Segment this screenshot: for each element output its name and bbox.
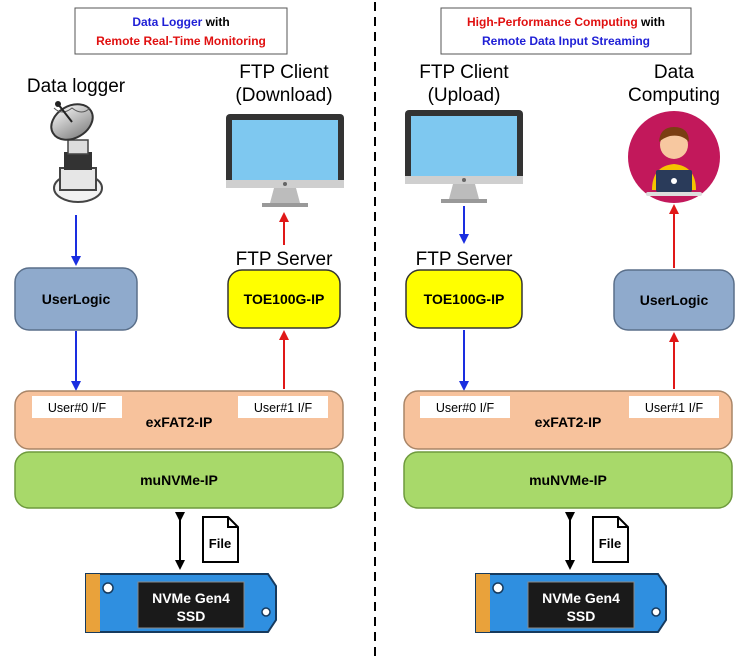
left-userlogic-label: UserLogic (42, 291, 111, 307)
left-user1-label: User#1 I/F (254, 401, 313, 415)
file-icon (592, 516, 629, 563)
right-ftp-client-label: FTP Client (419, 62, 509, 83)
right-title-line2: Remote Data Input Streaming (482, 34, 650, 48)
ssd-icon (85, 573, 277, 633)
data-computing-label: Data (654, 62, 695, 83)
data-logger-label: Data logger (27, 76, 126, 97)
right-nvme-ip-label: muNVMe-IP (529, 472, 607, 488)
left-ftp-client-sublabel: (Download) (235, 85, 332, 106)
right-ssd-label-2: SSD (567, 608, 596, 624)
right-nvme-ip-box (403, 451, 733, 509)
left-ssd-label-2: SSD (177, 608, 206, 624)
right-user1-label: User#1 I/F (645, 401, 704, 415)
left-title: Data Logger with (132, 15, 229, 29)
right-userlogic-label: UserLogic (640, 292, 709, 308)
right-toe-box (405, 269, 523, 329)
person-laptop-icon (628, 111, 720, 203)
right-title-box (440, 7, 692, 55)
left-nvme-ip-box (14, 451, 344, 509)
left-user0-label: User#0 I/F (48, 401, 107, 415)
left-user1-if (238, 396, 328, 418)
left-ssd-label-1: NVMe Gen4 (152, 590, 230, 606)
left-exfat-label: exFAT2-IP (146, 414, 213, 430)
right-user1-if (629, 396, 719, 418)
data-computing-sublabel: Computing (628, 85, 720, 106)
left-ftp-client-label: FTP Client (239, 62, 329, 83)
left-user0-if (32, 396, 122, 418)
left-panel: Data Logger with Remote Real-Time Monito… (14, 7, 344, 633)
file-icon (202, 516, 239, 563)
left-ftp-server-label: FTP Server (236, 249, 333, 270)
right-toe-label: TOE100G-IP (424, 291, 505, 307)
right-exfat-label: exFAT2-IP (535, 414, 602, 430)
left-title-box (74, 7, 288, 55)
left-title-line2: Remote Real-Time Monitoring (96, 34, 266, 48)
monitor-icon (226, 114, 344, 207)
monitor-icon (405, 110, 523, 203)
left-file-label: File (209, 536, 231, 551)
left-nvme-ip-label: muNVMe-IP (140, 472, 218, 488)
right-ftp-client-sublabel: (Upload) (428, 85, 501, 106)
right-userlogic-box (613, 269, 735, 331)
left-toe-label: TOE100G-IP (244, 291, 325, 307)
right-file-label: File (599, 536, 621, 551)
ssd-icon (475, 573, 667, 633)
left-userlogic-box (14, 267, 138, 331)
right-panel: High-Performance Computing with Remote D… (403, 7, 735, 633)
right-user0-if (420, 396, 510, 418)
right-ssd-label-1: NVMe Gen4 (542, 590, 620, 606)
satellite-dish-icon (50, 101, 103, 203)
left-toe-box (227, 269, 341, 329)
right-user0-label: User#0 I/F (436, 401, 495, 415)
right-ftp-server-label: FTP Server (416, 249, 513, 270)
right-title: High-Performance Computing with (467, 15, 665, 29)
